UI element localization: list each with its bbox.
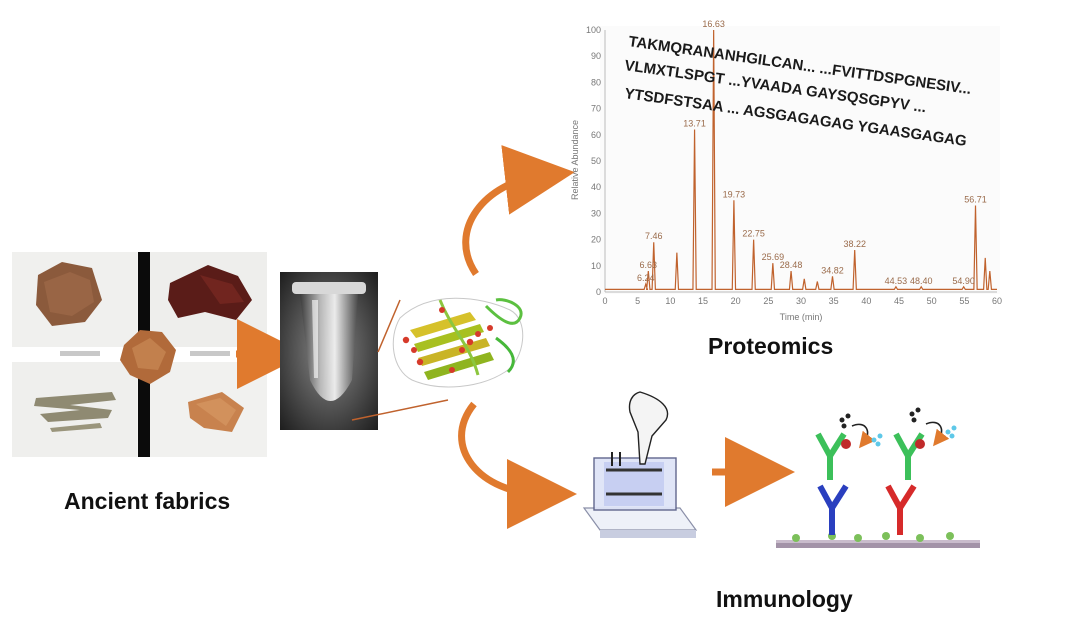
y-tick-label: 100 [586,25,601,35]
y-tick-label: 0 [596,287,601,297]
arrow-to-immunology [458,401,577,529]
x-tick-label: 5 [635,296,640,306]
fabrics-panel [12,252,267,457]
pipette-icon [628,391,669,465]
peak-label: 34.82 [821,265,844,275]
peak-label: 13.71 [683,119,706,129]
fabric-fragment-grey-threads [34,392,116,422]
y-tick-label: 20 [591,235,601,245]
label-proteomics: Proteomics [708,333,834,359]
x-tick-label: 30 [796,296,806,306]
y-tick-label: 40 [591,182,601,192]
electrophoresis-device [582,391,698,538]
y-tick-label: 30 [591,208,601,218]
fabric-fragment-dark-red [168,265,252,320]
peak-label: 6.63 [640,260,658,270]
label-ancient-fabrics: Ancient fabrics [64,488,231,514]
immunoassay [776,407,980,548]
x-tick-label: 35 [829,296,839,306]
peak-label: 28.48 [780,260,803,270]
antibody-right [885,432,925,535]
x-tick-label: 15 [698,296,708,306]
y-tick-label: 90 [591,51,601,61]
peak-label: 44.53 [885,276,908,286]
sample-tube [280,272,378,430]
x-tick-label: 25 [763,296,773,306]
peak-label: 16.63 [702,19,725,29]
x-tick-label: 40 [861,296,871,306]
y-axis-label: Relative Abundance [570,120,580,200]
y-axis-ticks: 0 10 20 30 40 50 60 70 80 90 100 [586,25,601,297]
arrow-to-proteomics [462,145,575,276]
antibody-left [815,432,851,535]
peak-label: 48.40 [910,276,933,286]
peak-label: 6.24 [637,273,655,283]
peak-label: 22.75 [742,229,765,239]
peak-labels: 6.24 6.63 7.46 13.71 16.63 19.73 22.75 25.6928.… [637,19,987,286]
peak-label: 25.69 [762,252,785,262]
y-tick-label: 80 [591,77,601,87]
peak-label: 19.73 [723,189,746,199]
x-tick-label: 60 [992,296,1002,306]
y-tick-label: 60 [591,130,601,140]
x-tick-label: 20 [731,296,741,306]
y-tick-label: 70 [591,104,601,114]
x-tick-label: 10 [665,296,675,306]
x-tick-label: 50 [927,296,937,306]
y-tick-label: 10 [591,261,601,271]
x-axis-ticks: 0 5 10 15 20 25 30 35 40 45 50 55 60 [602,296,1002,306]
protein-structure [392,297,524,388]
y-tick-label: 50 [591,156,601,166]
peak-label: 56.71 [964,195,987,205]
peak-label: 7.46 [645,231,663,241]
chromatogram-trace [605,29,997,290]
x-tick-label: 45 [894,296,904,306]
x-axis-label: Time (min) [780,312,823,322]
peak-label: 38.22 [843,239,866,249]
x-tick-label: 0 [602,296,607,306]
chromatogram: 0 10 20 30 40 50 60 70 80 90 100 0 5 10 15 20 25 30 35 40 4… [570,19,1002,322]
label-immunology: Immunology [716,586,853,612]
x-tick-label: 55 [959,296,969,306]
peak-label: 54.90 [952,276,975,286]
